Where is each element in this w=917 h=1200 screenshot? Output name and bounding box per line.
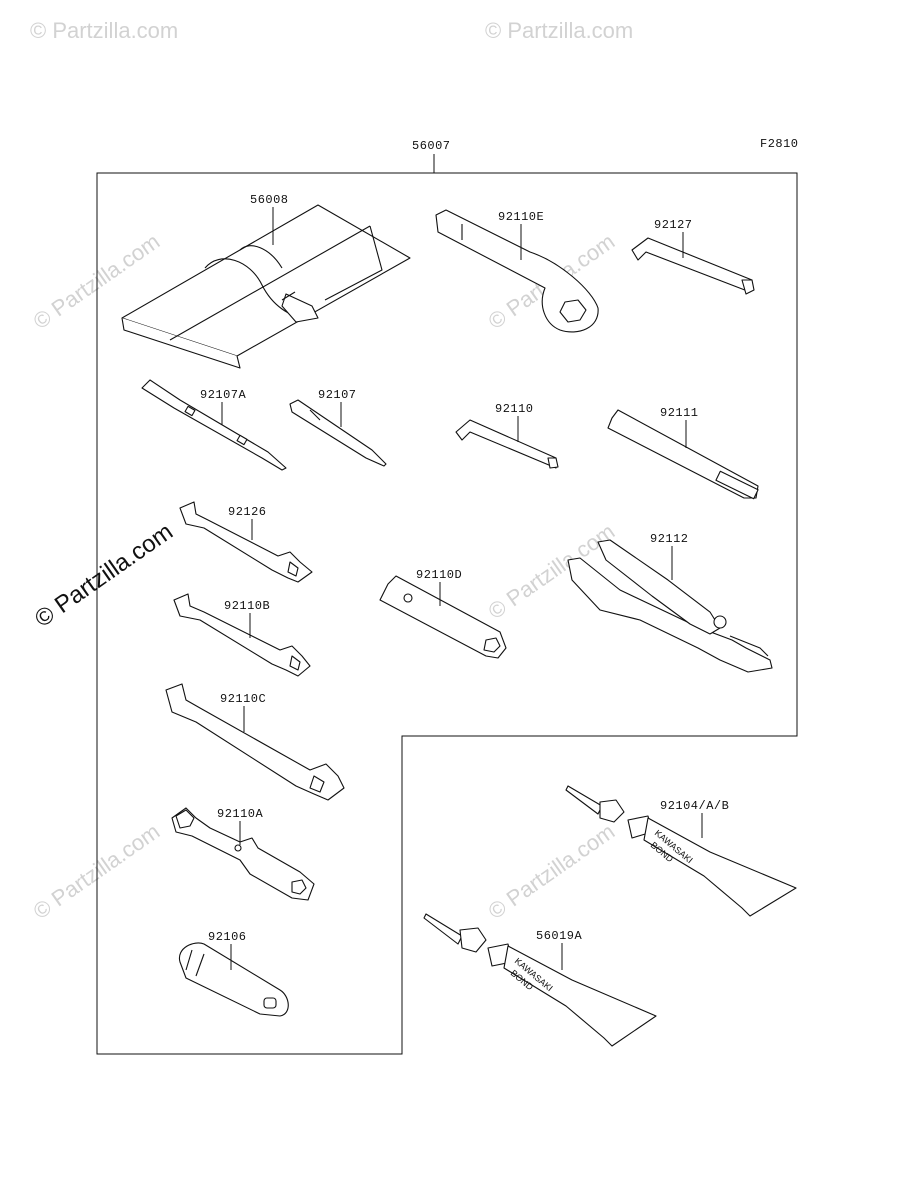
pliers-92112 [567, 539, 773, 673]
open-end-wrench-92110b [173, 593, 311, 677]
handle-bar-92111 [607, 409, 759, 500]
watermark: © Partzilla.com [30, 18, 178, 43]
assembly-part-label: 56007 [412, 139, 451, 153]
open-end-wrench-92126 [179, 501, 313, 583]
open-end-wrench-92110c [165, 683, 345, 801]
watermark-main: © Partzilla.com [30, 518, 178, 633]
tool-bag [121, 204, 411, 369]
toolkit-frame [96, 172, 798, 1055]
part-label-92104: 92104/A/B [660, 799, 729, 813]
grip-92106 [178, 942, 289, 1017]
part-label-92126: 92126 [228, 505, 267, 519]
part-label-92110a: 92110A [217, 807, 264, 821]
ring-wrench-92110e [435, 209, 599, 333]
part-label-92127: 92127 [654, 218, 693, 232]
watermark: © Partzilla.com [485, 18, 633, 43]
bond-tube-56019a: KAWASAKI BOND [423, 913, 657, 1047]
part-label-56019a: 56019A [536, 929, 583, 943]
screwdriver-bit-92107 [289, 399, 387, 467]
part-label-56008: 56008 [250, 193, 289, 207]
watermark: © Partzilla.com [484, 819, 620, 925]
part-label-92110: 92110 [495, 402, 534, 416]
hex-key-92110 [455, 419, 559, 469]
part-label-92110b: 92110B [224, 599, 270, 613]
screwdriver-bit-92107a [141, 379, 287, 471]
figure-code: F2810 [760, 137, 799, 151]
part-label-92107a: 92107A [200, 388, 247, 402]
part-label-92110c: 92110C [220, 692, 266, 706]
part-label-92110d: 92110D [416, 568, 462, 582]
watermark: © Partzilla.com [29, 819, 165, 925]
socket-wrench-92110a [171, 807, 315, 901]
box-spanner-92110d [379, 575, 507, 659]
part-label-92110e: 92110E [498, 210, 544, 224]
hex-key-92127 [631, 237, 755, 295]
part-label-92106: 92106 [208, 930, 247, 944]
part-label-92112: 92112 [650, 532, 689, 546]
part-label-92107: 92107 [318, 388, 357, 402]
part-label-92111: 92111 [660, 406, 699, 420]
